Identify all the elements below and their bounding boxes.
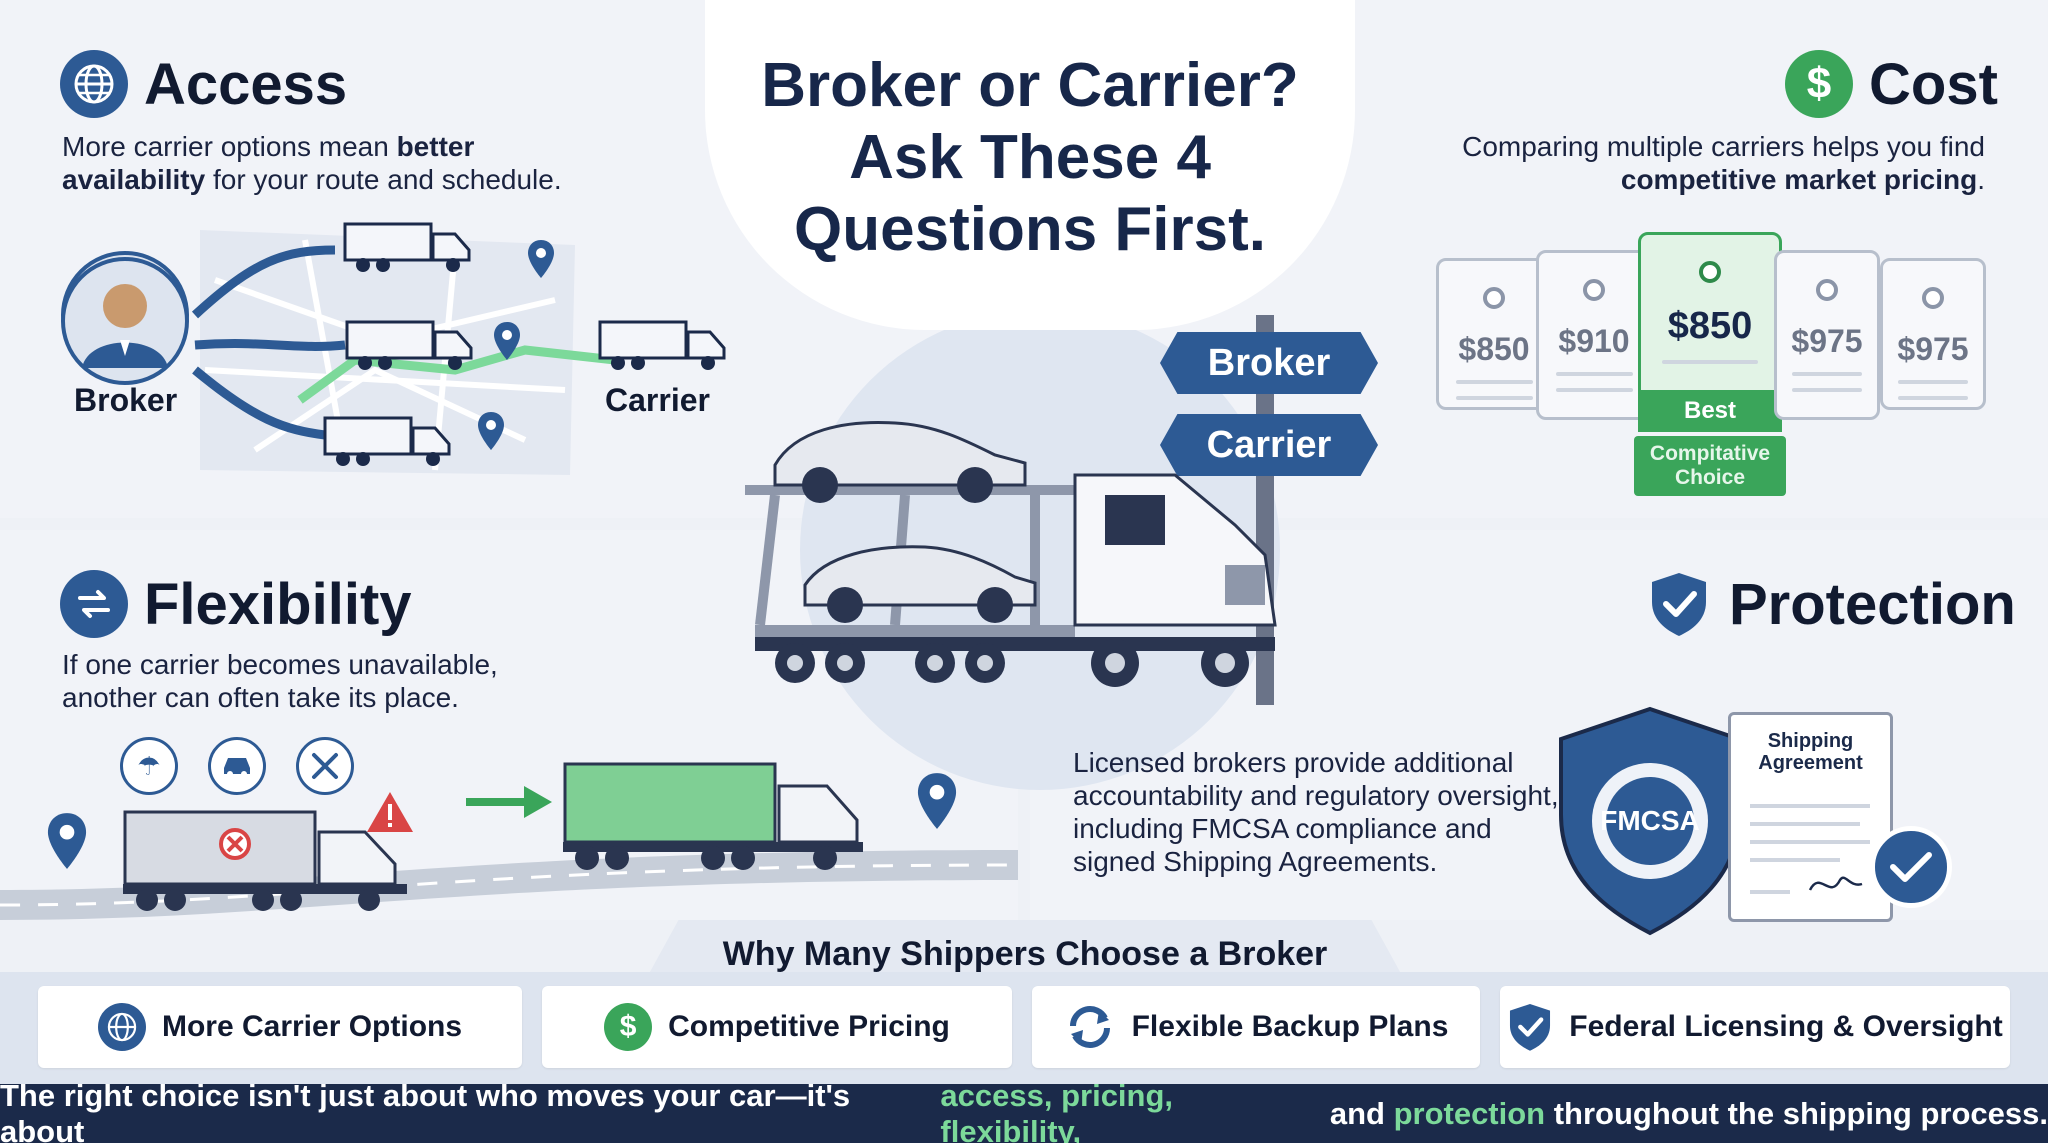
tag-price: $850 bbox=[1667, 305, 1753, 347]
tag-line bbox=[1455, 380, 1533, 384]
benefit-label: Flexible Backup Plans bbox=[1131, 1010, 1449, 1043]
tag-hole bbox=[1922, 287, 1944, 309]
access-title: Access bbox=[144, 51, 348, 117]
protection-title: Protection bbox=[1729, 571, 2016, 637]
protection-heading: Protection bbox=[1645, 570, 2016, 638]
map-pin-icon bbox=[476, 410, 506, 457]
benefit-card-licensing: Federal Licensing & Oversight bbox=[1500, 986, 2010, 1068]
protection-description: Licensed brokers provide additional acco… bbox=[1073, 747, 1559, 877]
checkmark-badge-icon bbox=[1870, 826, 1952, 908]
cost-text: Comparing multiple carriers helps you fi… bbox=[1462, 131, 1985, 162]
document-lines bbox=[1750, 800, 1870, 905]
broker-sign: Broker bbox=[1160, 332, 1378, 394]
tag-line bbox=[1455, 396, 1533, 400]
benefit-card-carrier-options: More Carrier Options bbox=[38, 986, 522, 1068]
dollar-icon: $ bbox=[1785, 50, 1853, 118]
tag-hole bbox=[1699, 261, 1721, 283]
price-tag: $910 bbox=[1536, 250, 1652, 420]
cost-heading: $ Cost bbox=[1785, 50, 1998, 118]
cost-description: Comparing multiple carriers helps you fi… bbox=[1380, 130, 1985, 196]
footer-text: and bbox=[1321, 1095, 1394, 1131]
shield-check-icon bbox=[1507, 1001, 1553, 1053]
truck-icon bbox=[323, 414, 453, 474]
why-title: Why Many Shippers Choose a Broker bbox=[722, 935, 1328, 973]
map-pin-icon bbox=[915, 770, 959, 837]
truck-icon bbox=[345, 318, 475, 378]
tag-line bbox=[1792, 388, 1862, 392]
access-heading: Access bbox=[60, 50, 347, 118]
warning-icon bbox=[365, 790, 415, 839]
map-pin-icon bbox=[526, 238, 556, 285]
tag-price: $850 bbox=[1458, 331, 1530, 367]
fmcsa-seal-label: FMCSA bbox=[1600, 805, 1700, 836]
weather-icon: ☂ bbox=[120, 737, 178, 795]
footer-highlight: protection bbox=[1393, 1095, 1546, 1131]
benefit-card-pricing: $ Competitive Pricing bbox=[542, 986, 1012, 1068]
tag-hole bbox=[1583, 279, 1605, 301]
access-text-end: for your route and schedule. bbox=[205, 164, 562, 195]
access-text-bold: better availability bbox=[62, 131, 475, 195]
map-pin-icon bbox=[45, 810, 89, 877]
price-tag: $975 bbox=[1880, 258, 1986, 410]
carrier-sign: Carrier bbox=[1160, 414, 1378, 476]
arrow-right-icon bbox=[462, 782, 556, 827]
tag-price: $910 bbox=[1558, 323, 1630, 359]
broker-avatar bbox=[60, 256, 190, 391]
footer-banner: The right choice isn't just about who mo… bbox=[0, 1078, 2048, 1143]
flexibility-description: If one carrier becomes unavailable, anot… bbox=[62, 649, 498, 713]
map-pin-icon bbox=[492, 320, 522, 367]
footer-highlight: access, pricing, flexibility, bbox=[940, 1077, 1174, 1143]
footer-text: The right choice isn't just about who mo… bbox=[0, 1077, 851, 1143]
access-text: More carrier options mean bbox=[62, 131, 397, 162]
truck-icon bbox=[598, 318, 728, 378]
benefit-card-backup-plans: Flexible Backup Plans bbox=[1032, 986, 1480, 1068]
cost-text-end: . bbox=[1977, 164, 1985, 195]
tag-line bbox=[1661, 360, 1759, 364]
swap-arrows-icon bbox=[60, 570, 128, 638]
car-carrier-truck-illustration bbox=[735, 405, 1305, 710]
tag-line bbox=[1555, 372, 1633, 376]
tag-price: $975 bbox=[1897, 331, 1969, 367]
title-panel bbox=[705, 0, 1355, 330]
access-description: More carrier options mean better availab… bbox=[62, 130, 622, 196]
best-badge: Best bbox=[1638, 390, 1782, 432]
tag-line bbox=[1792, 372, 1862, 376]
tag-line bbox=[1555, 388, 1633, 392]
flexibility-title: Flexibility bbox=[144, 571, 412, 637]
tag-hole bbox=[1483, 287, 1505, 309]
tools-icon bbox=[296, 737, 354, 795]
shield-check-icon bbox=[1645, 570, 1713, 638]
price-tag: $975 bbox=[1774, 250, 1880, 420]
tag-line bbox=[1898, 380, 1968, 384]
cost-title: Cost bbox=[1869, 51, 1998, 117]
globe-icon bbox=[60, 50, 128, 118]
price-tag: $850 bbox=[1436, 258, 1552, 410]
flexibility-heading: Flexibility bbox=[60, 570, 412, 638]
refresh-icon bbox=[1064, 1003, 1116, 1051]
best-caption: Compitative Choice bbox=[1634, 436, 1786, 496]
benefit-label: Competitive Pricing bbox=[668, 1010, 950, 1043]
dollar-icon: $ bbox=[604, 1003, 653, 1051]
truck-icon bbox=[343, 220, 473, 280]
tag-hole bbox=[1816, 279, 1838, 301]
benefit-label: More Carrier Options bbox=[161, 1010, 463, 1043]
page-title: Broker or Carrier? Ask These 4 Questions… bbox=[761, 51, 1299, 264]
tag-price: $975 bbox=[1791, 323, 1863, 359]
vehicle-icon bbox=[208, 737, 266, 795]
cost-text-bold: competitive market pricing bbox=[1620, 164, 1978, 195]
replacement-truck-icon bbox=[563, 760, 873, 880]
benefit-label: Federal Licensing & Oversight bbox=[1569, 1010, 2003, 1043]
broker-label: Broker bbox=[74, 382, 178, 418]
carrier-label: Carrier bbox=[605, 382, 710, 418]
footer-text: throughout the shipping process. bbox=[1545, 1095, 2048, 1131]
unavailable-truck-icon bbox=[123, 808, 413, 918]
globe-icon bbox=[97, 1003, 146, 1051]
tag-line bbox=[1898, 396, 1968, 400]
document-title: Shipping Agreement bbox=[1758, 730, 1863, 774]
